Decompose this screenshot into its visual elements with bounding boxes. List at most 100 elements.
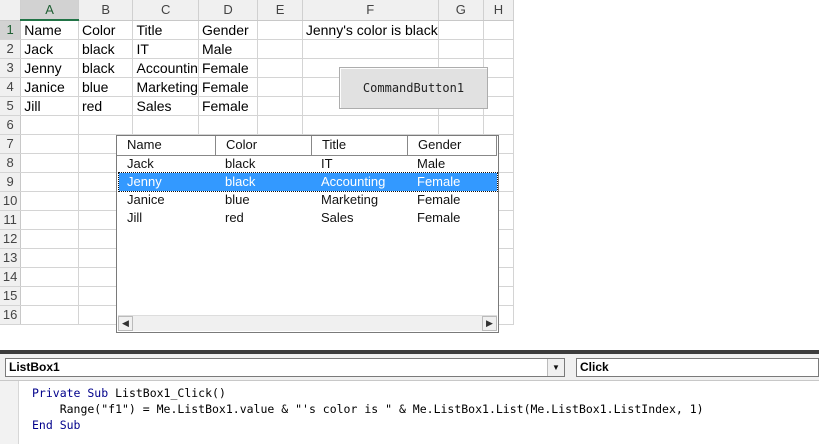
listbox-item-selected[interactable]: Jenny black Accounting Female (118, 172, 498, 192)
column-header[interactable]: H (483, 0, 515, 21)
row-header[interactable]: 12 (0, 229, 22, 249)
cell[interactable] (20, 229, 79, 249)
cell[interactable]: Sales (132, 96, 199, 116)
cell[interactable] (257, 20, 303, 40)
arrow-right-icon[interactable]: ▶ (482, 316, 497, 331)
object-combo[interactable]: ListBox1 ▼ (5, 358, 565, 377)
cell[interactable]: Title (132, 20, 199, 40)
cell[interactable] (20, 210, 79, 230)
cell[interactable] (257, 58, 303, 78)
cell[interactable]: Male (198, 39, 259, 59)
listbox-item[interactable]: Janice blue Marketing Female (119, 191, 497, 209)
row-header[interactable]: 13 (0, 248, 22, 268)
cell[interactable]: black (78, 39, 134, 59)
command-button[interactable]: CommandButton1 (339, 67, 488, 109)
cell[interactable]: Jill (20, 96, 79, 116)
cell[interactable] (257, 39, 303, 59)
select-all-corner[interactable] (0, 0, 22, 21)
cell[interactable]: Name (20, 20, 79, 40)
cell[interactable] (483, 20, 515, 40)
row-header[interactable]: 5 (0, 96, 22, 116)
cell[interactable] (483, 58, 515, 78)
cell[interactable]: IT (132, 39, 199, 59)
procedure-combo-value: Click (580, 360, 609, 374)
cell[interactable]: Female (198, 77, 259, 97)
cell[interactable]: Marketing (132, 77, 199, 97)
cell[interactable]: red (78, 96, 134, 116)
column-header[interactable]: B (78, 0, 134, 21)
cell[interactable]: Jenny's color is black (302, 20, 439, 40)
cell[interactable] (20, 115, 79, 135)
row-header[interactable]: 15 (0, 286, 22, 306)
column-header[interactable]: A (20, 0, 79, 21)
code-line[interactable]: Range("f1") = Me.ListBox1.value & "'s co… (32, 402, 704, 416)
row-header[interactable]: 14 (0, 267, 22, 287)
cell[interactable]: Female (198, 58, 259, 78)
chevron-down-icon[interactable]: ▼ (547, 359, 564, 376)
column-header[interactable]: E (257, 0, 303, 21)
row-header[interactable]: 3 (0, 58, 22, 78)
row-header[interactable]: 1 (0, 20, 22, 40)
row-header[interactable]: 4 (0, 77, 22, 97)
cell[interactable] (20, 286, 79, 306)
code-editor[interactable]: Private Sub ListBox1_Click() Range("f1")… (0, 381, 819, 444)
cell[interactable] (198, 115, 259, 135)
cell[interactable]: Female (198, 96, 259, 116)
cell[interactable] (257, 96, 303, 116)
cell[interactable] (438, 39, 484, 59)
cell[interactable] (20, 134, 79, 154)
cell[interactable]: blue (78, 77, 134, 97)
row-header[interactable]: 16 (0, 305, 22, 325)
cell[interactable] (483, 77, 515, 97)
row-header[interactable]: 11 (0, 210, 22, 230)
code-text: ListBox1_Click() (108, 386, 226, 400)
row-header[interactable]: 6 (0, 115, 22, 135)
cell[interactable] (78, 115, 134, 135)
column-header[interactable]: F (302, 0, 439, 21)
cell[interactable] (257, 115, 303, 135)
cell[interactable] (438, 115, 484, 135)
listbox-item[interactable]: Jill red Sales Female (119, 209, 497, 227)
cell[interactable] (483, 96, 515, 116)
cell[interactable] (20, 267, 79, 287)
cell[interactable] (20, 248, 79, 268)
column-header[interactable]: C (132, 0, 199, 21)
cell[interactable]: Gender (198, 20, 259, 40)
cell[interactable] (20, 305, 79, 325)
cell[interactable] (483, 115, 515, 135)
cell[interactable] (302, 115, 439, 135)
cell[interactable] (483, 39, 515, 59)
row-header[interactable]: 2 (0, 39, 22, 59)
procedure-combo[interactable]: Click (576, 358, 819, 377)
pane-divider[interactable] (0, 350, 819, 354)
listbox-item[interactable]: Jack black IT Male (119, 155, 497, 173)
cell[interactable] (20, 172, 79, 192)
cell[interactable] (132, 115, 199, 135)
row-header[interactable]: 10 (0, 191, 22, 211)
cell[interactable]: Accountin (132, 58, 199, 78)
code-margin[interactable] (0, 381, 19, 444)
cell[interactable] (302, 39, 439, 59)
arrow-left-icon[interactable]: ◀ (118, 316, 133, 331)
cell[interactable] (438, 20, 484, 40)
cell[interactable] (20, 153, 79, 173)
cell[interactable]: black (78, 58, 134, 78)
code-line[interactable]: End Sub (32, 418, 80, 432)
row-header[interactable]: 9 (0, 172, 22, 192)
row-header[interactable]: 7 (0, 134, 22, 154)
horizontal-scrollbar[interactable]: ◀ ▶ (118, 315, 497, 331)
cell[interactable] (20, 191, 79, 211)
row-header[interactable]: 8 (0, 153, 22, 173)
cell[interactable]: Jenny (20, 58, 79, 78)
cell[interactable]: Janice (20, 77, 79, 97)
code-line[interactable]: Private Sub ListBox1_Click() (32, 386, 226, 400)
listbox[interactable]: Name Color Title Gender Jack black IT Ma… (116, 135, 499, 333)
column-header[interactable]: D (198, 0, 259, 21)
cell[interactable]: Color (78, 20, 134, 40)
column-header[interactable]: G (438, 0, 484, 21)
cell[interactable] (257, 77, 303, 97)
cell[interactable]: Jack (20, 39, 79, 59)
scrollbar-track[interactable] (134, 318, 479, 329)
